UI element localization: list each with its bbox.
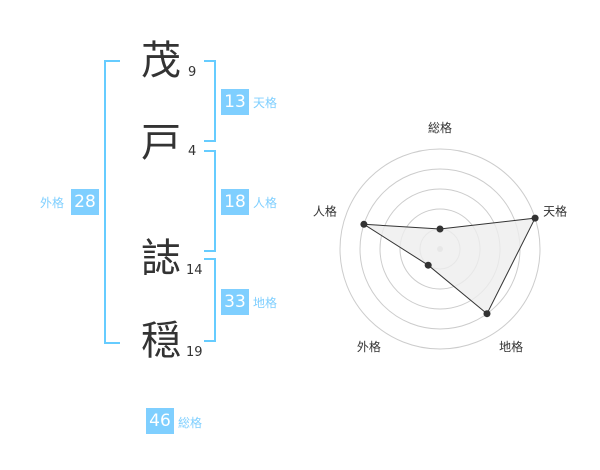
name-char-2: 戸 bbox=[141, 120, 181, 166]
name-char-3: 誌 bbox=[141, 236, 181, 282]
radar-axis-label-2: 天格 bbox=[543, 204, 567, 219]
tenkaku-value-badge: 13 bbox=[221, 89, 249, 115]
radar-axis-label-1: 総格 bbox=[428, 120, 452, 135]
radar-ring bbox=[339, 148, 541, 350]
chikaku-value-badge: 33 bbox=[221, 289, 249, 315]
stroke-count-3: 14 bbox=[186, 263, 203, 278]
radar-point-3 bbox=[483, 310, 491, 318]
radar-axis-label-5: 人格 bbox=[313, 204, 337, 219]
soukaku-value-badge: 46 bbox=[146, 408, 174, 434]
tenkaku-bracket bbox=[204, 60, 216, 142]
soukaku-label: 総格 bbox=[178, 416, 203, 430]
gaikaku-bracket bbox=[104, 60, 120, 344]
tenkaku-label: 天格 bbox=[253, 96, 278, 110]
chikaku-bracket bbox=[204, 258, 216, 342]
stroke-count-1: 9 bbox=[188, 65, 197, 80]
radar-axis-label-3: 地格 bbox=[499, 339, 523, 354]
jinkaku-label: 人格 bbox=[253, 196, 278, 210]
stroke-count-2: 4 bbox=[188, 144, 197, 159]
name-char-1: 茂 bbox=[141, 38, 181, 84]
radar-point-5 bbox=[360, 220, 368, 228]
gaikaku-label: 外格 bbox=[40, 196, 65, 210]
radar-point-1 bbox=[436, 225, 444, 233]
stroke-count-4: 19 bbox=[186, 345, 203, 360]
radar-axis-label-4: 外格 bbox=[357, 339, 381, 354]
radar-series-polygon bbox=[363, 217, 536, 315]
gaikaku-value-badge: 28 bbox=[71, 189, 99, 215]
jinkaku-value-badge: 18 bbox=[221, 189, 249, 215]
radar-point-2 bbox=[531, 214, 539, 222]
name-char-4: 穏 bbox=[141, 318, 181, 364]
jinkaku-bracket bbox=[204, 150, 216, 252]
chikaku-label: 地格 bbox=[253, 296, 278, 310]
radar-point-4 bbox=[424, 261, 432, 269]
